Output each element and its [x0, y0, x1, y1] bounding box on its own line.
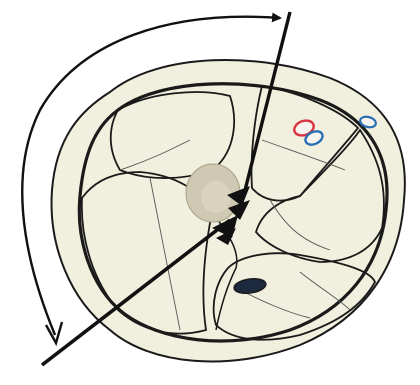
bone-marrow [201, 181, 231, 213]
